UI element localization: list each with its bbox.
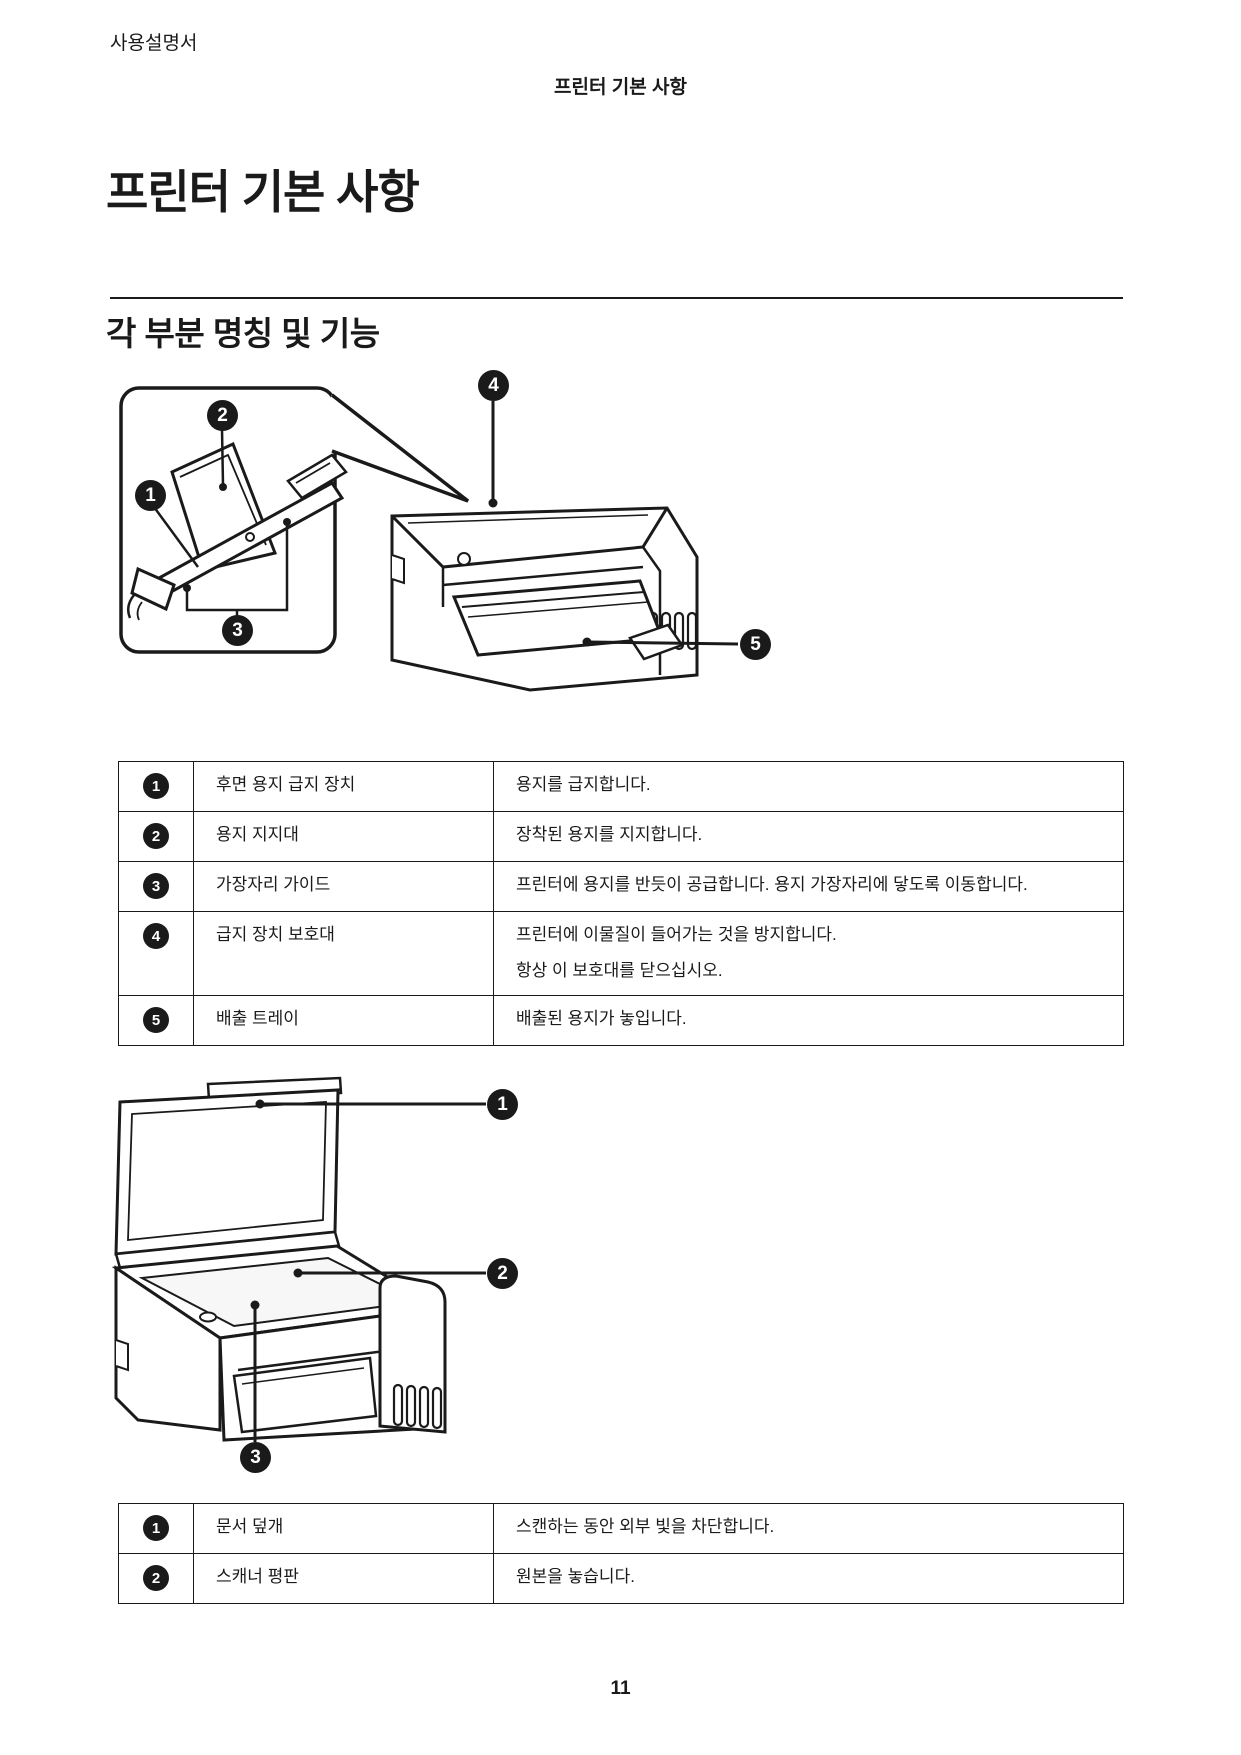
table-row: 1 후면 용지 급지 장치 용지를 급지합니다. bbox=[118, 761, 1124, 812]
parts-table-2: 1 문서 덮개 스캔하는 동안 외부 빛을 차단합니다. 2 스캐너 평판 원본… bbox=[118, 1503, 1124, 1604]
table-row: 2 용지 지지대 장착된 용지를 지지합니다. bbox=[118, 811, 1124, 862]
part-name: 스캐너 평판 bbox=[193, 1553, 494, 1604]
table-row: 3 가장자리 가이드 프린터에 용지를 반듯이 공급합니다. 용지 가장자리에 … bbox=[118, 861, 1124, 912]
output-tray bbox=[232, 1356, 378, 1434]
feeder-left-cap bbox=[130, 566, 176, 612]
row-number-badge: 2 bbox=[143, 1565, 169, 1591]
edge-guide bbox=[286, 453, 348, 500]
part-name: 급지 장치 보호대 bbox=[193, 911, 494, 996]
callout-badge-2: 2 bbox=[207, 400, 238, 431]
callout-badge-1: 1 bbox=[487, 1089, 518, 1120]
row-number-badge: 1 bbox=[143, 773, 169, 799]
callout-badge-5: 5 bbox=[740, 629, 771, 660]
page-title: 프린터 기본 사항 bbox=[106, 166, 420, 218]
part-description: 스캔하는 동안 외부 빛을 차단합니다. bbox=[493, 1503, 1124, 1554]
leader-line-5 bbox=[586, 640, 739, 646]
part-name: 후면 용지 급지 장치 bbox=[193, 761, 494, 812]
chapter-header: 프린터 기본 사항 bbox=[554, 77, 687, 98]
scanner-illustration bbox=[111, 1076, 486, 1442]
part-name: 가장자리 가이드 bbox=[193, 861, 494, 912]
parts-table-1-body: 1 후면 용지 급지 장치 용지를 급지합니다. 2 용지 지지대 장착된 용지… bbox=[118, 761, 1124, 1046]
part-description: 프린터에 용지를 반듯이 공급합니다. 용지 가장자리에 닿도록 이동합니다. bbox=[493, 861, 1124, 912]
part-name: 배출 트레이 bbox=[193, 995, 494, 1046]
part-description: 배출된 용지가 놓입니다. bbox=[493, 995, 1124, 1046]
row-number-badge: 4 bbox=[143, 923, 169, 949]
row-number-badge: 5 bbox=[143, 1007, 169, 1033]
callout-badge-2: 2 bbox=[487, 1258, 518, 1289]
part-name: 문서 덮개 bbox=[193, 1503, 494, 1554]
leader-line-1 bbox=[152, 506, 200, 568]
parts-table-2-body: 1 문서 덮개 스캔하는 동안 외부 빛을 차단합니다. 2 스캐너 평판 원본… bbox=[118, 1503, 1124, 1604]
section-title: 각 부분 명칭 및 기능 bbox=[106, 315, 380, 352]
table-row: 5 배출 트레이 배출된 용지가 놓입니다. bbox=[118, 995, 1124, 1046]
row-number-badge: 2 bbox=[143, 823, 169, 849]
ink-tank-window bbox=[392, 1383, 404, 1427]
row-number-badge: 1 bbox=[143, 1515, 169, 1541]
table-row: 1 문서 덮개 스캔하는 동안 외부 빛을 차단합니다. bbox=[118, 1503, 1124, 1554]
part-description: 용지를 급지합니다. bbox=[493, 761, 1124, 812]
row-number-badge: 3 bbox=[143, 873, 169, 899]
parts-table-1: 1 후면 용지 급지 장치 용지를 급지합니다. 2 용지 지지대 장착된 용지… bbox=[118, 761, 1124, 1046]
doc-type-header: 사용설명서 bbox=[110, 33, 198, 54]
power-button bbox=[199, 1311, 217, 1323]
table-row: 4 급지 장치 보호대 프린터에 이물질이 들어가는 것을 방지합니다.항상 이… bbox=[118, 911, 1124, 996]
scanner-diagram: 1 2 3 bbox=[108, 1040, 588, 1485]
section-divider bbox=[110, 297, 1123, 299]
page-number: 11 bbox=[610, 1678, 631, 1699]
part-description: 장착된 용지를 지지합니다. bbox=[493, 811, 1124, 862]
part-description: 원본을 놓습니다. bbox=[493, 1553, 1124, 1604]
part-name: 용지 지지대 bbox=[193, 811, 494, 862]
callout-badge-4: 4 bbox=[478, 370, 509, 401]
part-description: 프린터에 이물질이 들어가는 것을 방지합니다.항상 이 보호대를 닫으십시오. bbox=[493, 911, 1124, 996]
leader-line-2 bbox=[220, 428, 225, 486]
callout-badge-3: 3 bbox=[222, 615, 253, 646]
printer-front-diagram: 1 2 3 4 5 bbox=[108, 345, 788, 705]
table-row: 2 스캐너 평판 원본을 놓습니다. bbox=[118, 1553, 1124, 1604]
callout-badge-3: 3 bbox=[240, 1442, 271, 1473]
power-button bbox=[457, 552, 471, 566]
scanner-lid-seam bbox=[407, 514, 649, 524]
printer-front-illustration bbox=[119, 386, 739, 692]
callout-badge-1: 1 bbox=[135, 480, 166, 511]
printer-base-left bbox=[114, 1265, 222, 1432]
